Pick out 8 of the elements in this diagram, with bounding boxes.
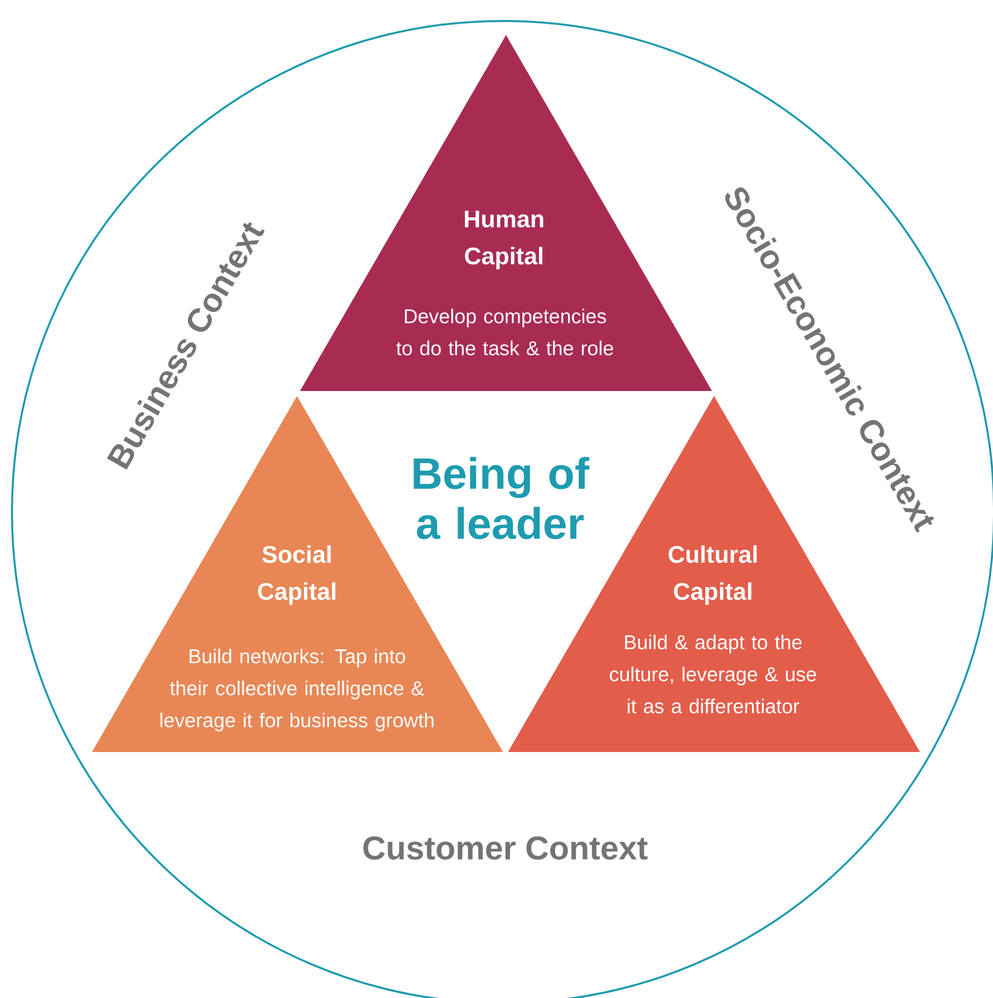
triangle-heading: Cultural Capital (668, 545, 757, 605)
triangle-description: Develop competencies to do the task & the role (396, 308, 614, 356)
center-title: Being of a leader (414, 456, 590, 540)
context-label: Customer Context (363, 836, 648, 860)
triangle-description: Build networks: Tap into their collective intelligence & leverage it for business growth (160, 648, 434, 732)
triangle-description: Build & adapt to the culture, leverage & use it as a differentiator (610, 634, 816, 714)
triangle-heading: Social Capital (258, 545, 336, 605)
triangle-heading: Human Capital (464, 210, 544, 270)
